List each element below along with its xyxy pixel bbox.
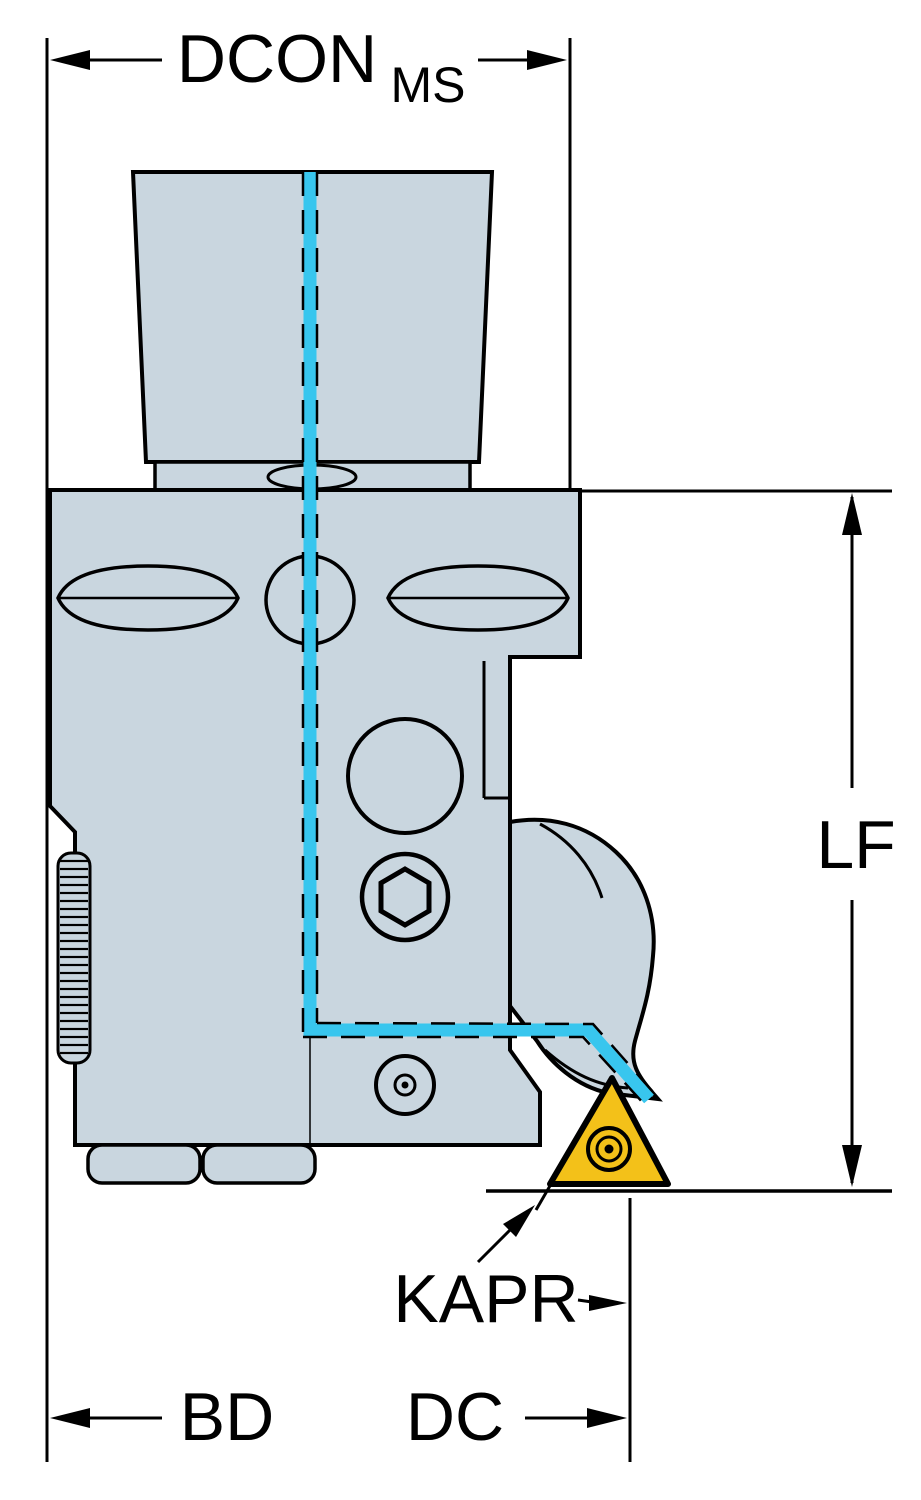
label-dcon: DCON <box>177 21 377 97</box>
label-lf: LF <box>816 807 895 883</box>
knurl-texture <box>60 858 88 1058</box>
arrow-down-icon <box>842 1145 862 1187</box>
bottom-pad-left <box>86 1143 202 1185</box>
arrow-left-icon <box>50 50 90 70</box>
small-screw-inner <box>393 1073 417 1097</box>
arrow-right-icon <box>527 50 567 70</box>
hex-socket <box>378 866 432 928</box>
kapr-leader-line <box>476 1228 512 1264</box>
bottom-pad-right <box>201 1143 317 1185</box>
dimension-kapr: KAPR <box>393 1205 627 1337</box>
insert-screw-mid <box>595 1135 623 1163</box>
arrow-up-icon <box>842 493 862 535</box>
insert-screw-dot <box>604 1144 614 1154</box>
coolant-edge-lower <box>303 1035 645 1105</box>
dc-arrow-icon <box>587 1408 627 1428</box>
dimension-lf: LF <box>486 489 896 1193</box>
cutting-head <box>508 817 663 1102</box>
label-dc: DC <box>406 1379 504 1455</box>
label-kapr: KAPR <box>393 1261 578 1337</box>
coolant-edge-upper <box>316 1021 655 1094</box>
insert-screw-outer <box>586 1126 632 1172</box>
kapr-right-arrow-icon <box>589 1295 627 1311</box>
cutting-insert-assembly <box>534 1075 671 1211</box>
head-wedge-line <box>539 822 604 899</box>
dimension-bd-dc: BD DC <box>50 1198 632 1462</box>
dimensions: DCON MS LF KAPR BD DC <box>45 21 896 1462</box>
tool-holder <box>48 170 671 1211</box>
small-screw-dot <box>401 1081 409 1089</box>
cutting-insert <box>547 1075 671 1187</box>
dimension-dcon: DCON MS <box>45 21 572 1462</box>
kapr-arrow-icon <box>503 1205 535 1237</box>
coolant-duct <box>303 172 654 1104</box>
large-bore <box>346 717 464 835</box>
label-bd: BD <box>180 1379 274 1455</box>
coolant-channel <box>301 172 655 1105</box>
label-dcon-subscript: MS <box>391 57 466 113</box>
bd-arrow-icon <box>50 1408 90 1428</box>
